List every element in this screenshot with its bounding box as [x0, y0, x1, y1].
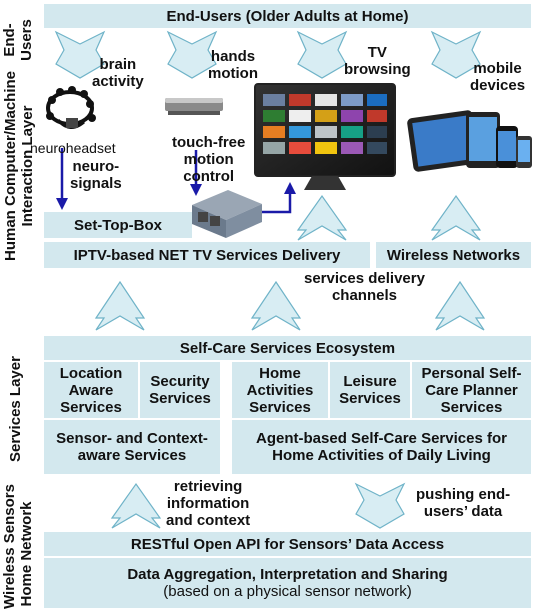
self-care-ecosystem-box: Self-Care Services Ecosystem [44, 336, 531, 360]
iptv-delivery-box: IPTV-based NET TV Services Delivery [44, 242, 370, 268]
mobile-devices-image [407, 110, 532, 172]
sensor-context-services: Sensor- and Context-aware Services [44, 420, 220, 474]
up-chevron-mobile [430, 194, 482, 241]
aggregation-note: (based on a physical sensor network) [163, 583, 412, 600]
up-chevron-services-1 [94, 280, 146, 331]
down-chevron-arrow-4 [430, 30, 482, 79]
set-top-box-image [192, 190, 262, 238]
up-chevron-services-3 [434, 280, 486, 331]
down-chevron-arrow-1 [54, 30, 106, 79]
up-chevron-retrieving [110, 482, 162, 529]
up-chevron-services-2 [250, 280, 302, 331]
label-pushing-user-data: pushing end-users’ data [416, 486, 511, 520]
label-neuro-signals: neuro-signals [70, 158, 122, 192]
up-chevron-tv [296, 194, 348, 241]
down-chevron-arrow-2 [166, 30, 218, 79]
down-chevron-pushing [354, 482, 406, 529]
label-neuroheadset: neuroheadset [30, 140, 116, 156]
wireless-networks-box: Wireless Networks [376, 242, 531, 268]
restful-api-box: RESTful Open API for Sensors’ Data Acces… [44, 532, 531, 556]
neuroheadset-image [46, 86, 96, 129]
tv-image [254, 83, 396, 190]
down-chevron-arrow-3 [296, 30, 348, 79]
motion-sensor-image [165, 98, 223, 115]
set-top-box: Set-Top-Box [44, 212, 192, 238]
end-users-bar: End-Users (Older Adults at Home) [44, 4, 531, 28]
data-aggregation-box: Data Aggregation, Interpretation and Sha… [44, 558, 531, 608]
